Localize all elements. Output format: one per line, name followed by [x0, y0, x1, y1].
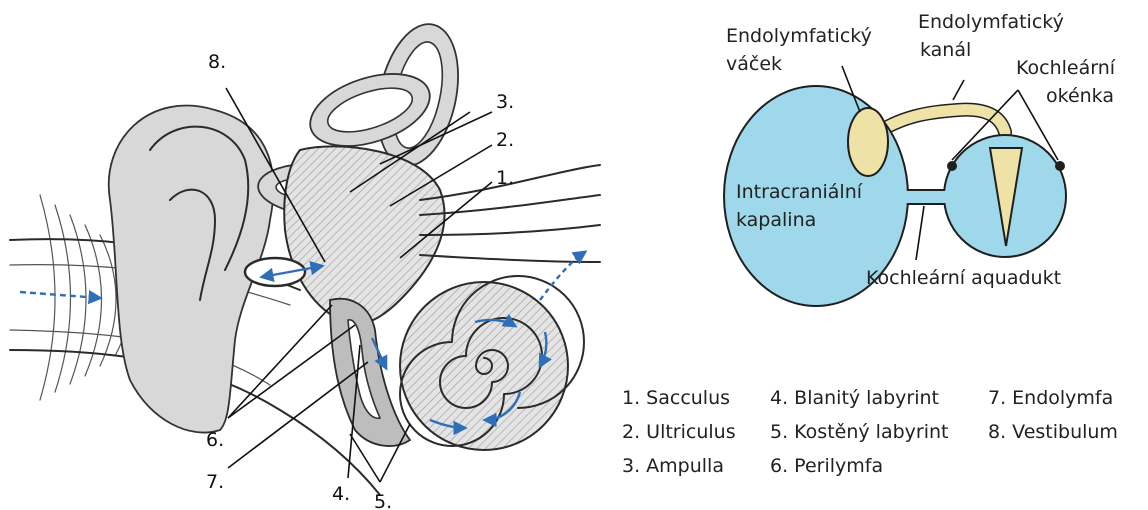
cochlear-window — [1055, 161, 1065, 171]
legend-item: 1. Sacculus — [622, 387, 730, 409]
label-cochlear-windows: Kochleární — [1016, 57, 1116, 79]
legend-item: 7. Endolymfa — [988, 387, 1113, 409]
label-number: 5. — [374, 491, 392, 510]
label-number: 6. — [206, 429, 224, 451]
legend: 1. Sacculus 4. Blanitý labyrint 7. Endol… — [622, 387, 1118, 477]
cochlear-window — [947, 161, 957, 171]
label-cochlear-aqueduct: Kochleární aquadukt — [866, 267, 1061, 289]
label-endolymph-sac: Endolymfatický — [726, 25, 872, 47]
legend-item: 2. Ultriculus — [622, 421, 736, 443]
endolymph-sac — [847, 107, 889, 177]
inner-ear-illustration: 8. 3. 2. 1. 6. 7. 4. 5. — [9, 23, 601, 510]
label-endolymph-duct: Endolymfatický — [918, 11, 1064, 33]
label-endolymph-sac: váček — [726, 53, 782, 75]
label-number: 3. — [496, 91, 514, 113]
endolymph-duct — [860, 104, 1011, 146]
label-intracranial-fluid: kapalina — [736, 209, 816, 231]
legend-item: 8. Vestibulum — [988, 421, 1118, 443]
label-number: 7. — [206, 471, 224, 493]
legend-item: 5. Kostěný labyrint — [770, 421, 948, 443]
legend-item: 4. Blanitý labyrint — [770, 387, 939, 409]
label-number: 4. — [332, 483, 350, 505]
label-cochlear-windows: okénka — [1046, 85, 1114, 107]
cochlea-icon — [399, 275, 585, 451]
cochlear-duct — [988, 147, 1024, 247]
label-endolymph-duct: kanál — [920, 39, 971, 61]
label-number: 8. — [208, 51, 226, 73]
fluid-schematic: Endolymfatický váček Endolymfatický kaná… — [723, 11, 1116, 307]
legend-item: 6. Perilymfa — [770, 455, 883, 477]
legend-item: 3. Ampulla — [622, 455, 724, 477]
label-intracranial-fluid: Intracraniální — [736, 181, 863, 203]
label-number: 1. — [496, 167, 514, 189]
label-number: 2. — [496, 129, 514, 151]
